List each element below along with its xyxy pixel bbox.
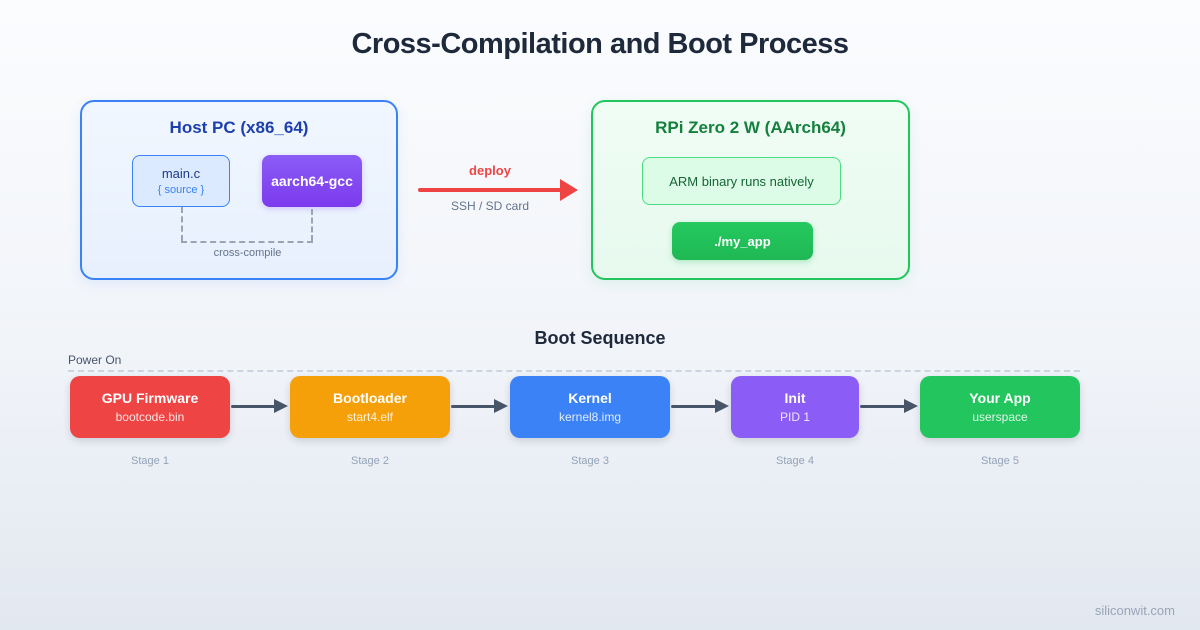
power-on-label: Power On: [68, 353, 122, 367]
flow-arrowhead-2-icon: [494, 399, 508, 413]
stage-name: GPU Firmware: [101, 390, 199, 406]
stage-box-kernel: Kernel kernel8.img: [510, 376, 670, 438]
power-on-dashed-rail: [68, 370, 1080, 372]
flow-arrow-3: [671, 405, 717, 408]
arm-binary-note: ARM binary runs natively: [669, 173, 814, 189]
stage-box-your-app: Your App userspace: [920, 376, 1080, 438]
flow-arrow-4: [860, 405, 906, 408]
stage-file: start4.elf: [346, 410, 394, 424]
run-command-card: ./my_app: [672, 222, 813, 260]
stage-3-label: Stage 3: [571, 455, 609, 467]
stage-name: Your App: [969, 390, 1031, 406]
deploy-arrowhead-icon: [560, 179, 578, 201]
deploy-arrow: [418, 188, 564, 192]
deploy-sublabel: SSH / SD card: [450, 199, 530, 213]
stage-file: kernel8.img: [558, 410, 622, 424]
connector-line-left: [181, 207, 183, 241]
source-file-card: main.c { source }: [132, 155, 230, 207]
rpi-target-title: RPi Zero 2 W (AArch64): [655, 118, 846, 137]
run-command: ./my_app: [714, 233, 771, 249]
stage-4-label: Stage 4: [776, 455, 814, 467]
source-file-name: main.c: [161, 166, 201, 181]
compiler-name: aarch64-gcc: [271, 173, 353, 189]
flow-arrowhead-3-icon: [715, 399, 729, 413]
connector-line-horizontal: [181, 241, 313, 243]
page-title: Cross-Compilation and Boot Process: [351, 28, 849, 60]
flow-arrowhead-1-icon: [274, 399, 288, 413]
watermark: siliconwit.com: [1094, 603, 1175, 618]
stage-2-label: Stage 2: [351, 455, 389, 467]
flow-arrowhead-4-icon: [904, 399, 918, 413]
stage-name: Bootloader: [333, 390, 407, 406]
stage-name: Kernel: [568, 390, 612, 406]
stage-file: PID 1: [779, 410, 810, 424]
stage-5-label: Stage 5: [981, 455, 1019, 467]
stage-box-init: Init PID 1: [731, 376, 859, 438]
stage-box-bootloader: Bootloader start4.elf: [290, 376, 450, 438]
stage-file: bootcode.bin: [115, 410, 185, 424]
stage-1-label: Stage 1: [131, 455, 169, 467]
connector-line-right: [311, 209, 313, 241]
flow-arrow-2: [451, 405, 496, 408]
compiler-card: aarch64-gcc: [262, 155, 362, 207]
stage-name: Init: [784, 390, 806, 406]
boot-sequence-title: Boot Sequence: [534, 328, 666, 348]
deploy-label: deploy: [469, 163, 511, 178]
rpi-target-panel: RPi Zero 2 W (AArch64) ARM binary runs n…: [591, 100, 910, 280]
host-pc-panel: Host PC (x86_64) main.c { source } aarch…: [80, 100, 398, 280]
stage-file: userspace: [972, 410, 1028, 424]
flow-arrow-1: [231, 405, 276, 408]
cross-compile-label: cross-compile: [213, 247, 282, 259]
source-file-tag: { source }: [157, 184, 205, 196]
stage-box-gpu-firmware: GPU Firmware bootcode.bin: [70, 376, 230, 438]
host-pc-title: Host PC (x86_64): [169, 118, 309, 137]
arm-binary-note-card: ARM binary runs natively: [642, 157, 841, 205]
